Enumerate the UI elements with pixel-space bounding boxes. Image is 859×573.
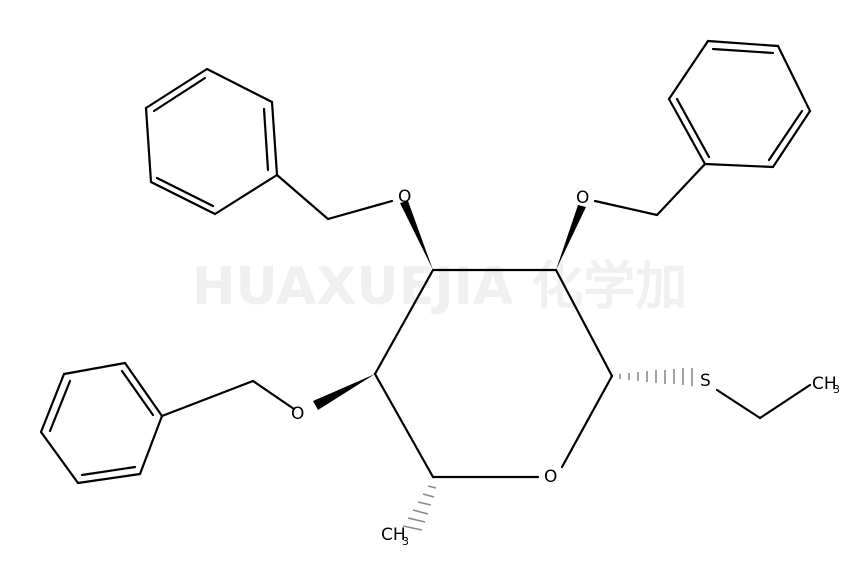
benzyloxy-top-right bbox=[593, 39, 812, 217]
bond-s-ch2 bbox=[715, 388, 762, 420]
atom-o-top-right: O bbox=[576, 188, 589, 208]
wedge-c3-o bbox=[400, 201, 433, 270]
benzyloxy-left bbox=[39, 361, 296, 485]
bond-c5-c4 bbox=[373, 372, 435, 479]
atom-ch3-methyl-main: CH bbox=[381, 525, 406, 545]
bond-o-ch2 bbox=[593, 199, 659, 217]
watermark-text: HUAXUEJIA 化学加 bbox=[192, 257, 687, 317]
pyranose-ring bbox=[373, 268, 614, 479]
benzyloxy-top-left bbox=[144, 67, 394, 221]
watermark: HUAXUEJIA 化学加 ® bbox=[192, 257, 687, 317]
wedge-c2-o bbox=[556, 205, 586, 270]
phenyl-ring-top-left bbox=[144, 67, 279, 216]
atom-o-top-left: O bbox=[398, 187, 411, 207]
bond-c2-c1 bbox=[554, 268, 614, 378]
hash-c1-s bbox=[619, 368, 693, 386]
atom-ch3-methyl: CH 3 bbox=[381, 525, 409, 548]
watermark-registered-mark: ® bbox=[493, 265, 506, 280]
atom-o-left: O bbox=[291, 404, 304, 424]
bond-ch2-phenyl bbox=[655, 162, 707, 217]
bond-c1-ring-o bbox=[560, 374, 614, 469]
bond-ch2-phenyl bbox=[275, 173, 330, 221]
stereo-bonds bbox=[313, 201, 693, 531]
bond-c4-c3 bbox=[373, 268, 435, 376]
atom-ch3-ethyl: CH 3 bbox=[812, 374, 840, 396]
ethylthio-group bbox=[715, 383, 812, 420]
bond-o-ch2 bbox=[326, 199, 394, 221]
hash-c5-methyl bbox=[402, 485, 437, 531]
atom-ch3-methyl-sub: 3 bbox=[402, 535, 409, 548]
phenyl-ring-left bbox=[39, 361, 164, 485]
atom-ch3-ethyl-sub: 3 bbox=[833, 383, 840, 396]
bond-ch2-phenyl bbox=[160, 379, 255, 418]
wedge-c4-o bbox=[313, 374, 375, 410]
bond-ch2-ch3 bbox=[758, 383, 812, 420]
atom-s: S bbox=[700, 371, 711, 391]
phenyl-ring-top-right bbox=[667, 39, 812, 169]
bond-o-ch2 bbox=[251, 379, 296, 411]
atom-ch3-ethyl-main: CH bbox=[812, 374, 837, 394]
atom-labels: O O O O S CH 3 CH 3 bbox=[291, 187, 840, 548]
atom-o-ring: O bbox=[544, 467, 557, 487]
